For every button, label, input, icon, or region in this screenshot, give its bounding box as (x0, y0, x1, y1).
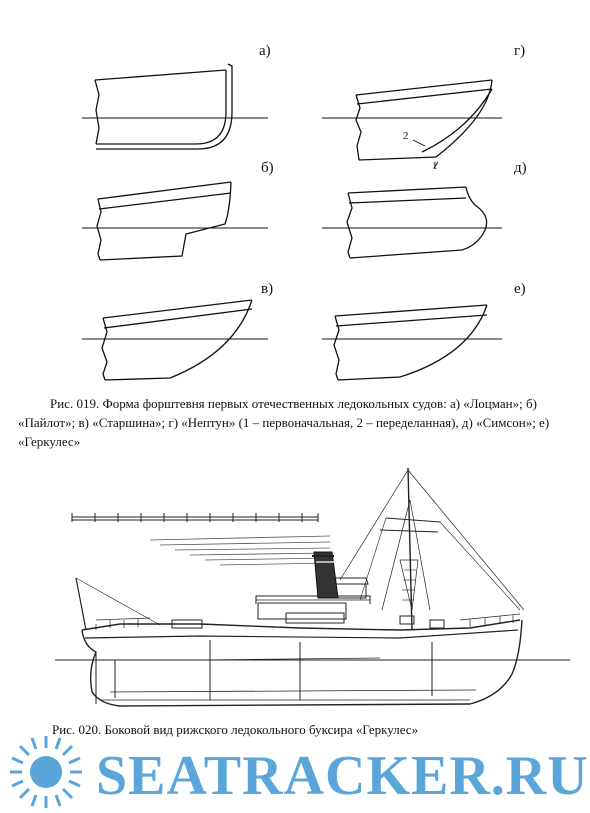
smoke-lines (149, 535, 335, 566)
panel-label-e: е) (514, 281, 526, 297)
panel-label-d: д) (514, 160, 527, 176)
rigging (75, 467, 525, 631)
tug-side-view-drawing (55, 467, 570, 707)
watermark-graphic (10, 736, 82, 808)
watermark-text: SEATRACKER.RU (96, 745, 589, 807)
sun-icon (10, 736, 82, 808)
figure-020-caption: Рис. 020. Боковой вид рижского ледокольн… (52, 722, 419, 737)
stem-shape-neptun (322, 79, 502, 169)
neptun-marker-2: 2 (403, 130, 409, 142)
panel-label-v: в) (261, 281, 274, 297)
stem-shape-simson (322, 186, 502, 259)
stem-shapes-figure (82, 63, 502, 381)
figure-019-caption: Рис. 019. Форма форштевня первых отечест… (18, 396, 550, 449)
deck-rails (95, 613, 521, 630)
stem-shape-gerkules (322, 304, 502, 381)
panel-label-g: г) (514, 43, 526, 59)
panel-label-b: б) (261, 160, 274, 176)
stem-shape-lotsman (82, 63, 268, 150)
stem-shape-pilot (82, 181, 268, 261)
scale-bar (71, 513, 319, 522)
neptun-marker-1: 1 (432, 160, 438, 172)
panel-label-a: а) (259, 43, 271, 59)
hull (81, 619, 523, 707)
stem-shape-starshina (82, 299, 268, 381)
superstructure (171, 577, 445, 629)
funnel (312, 551, 339, 599)
